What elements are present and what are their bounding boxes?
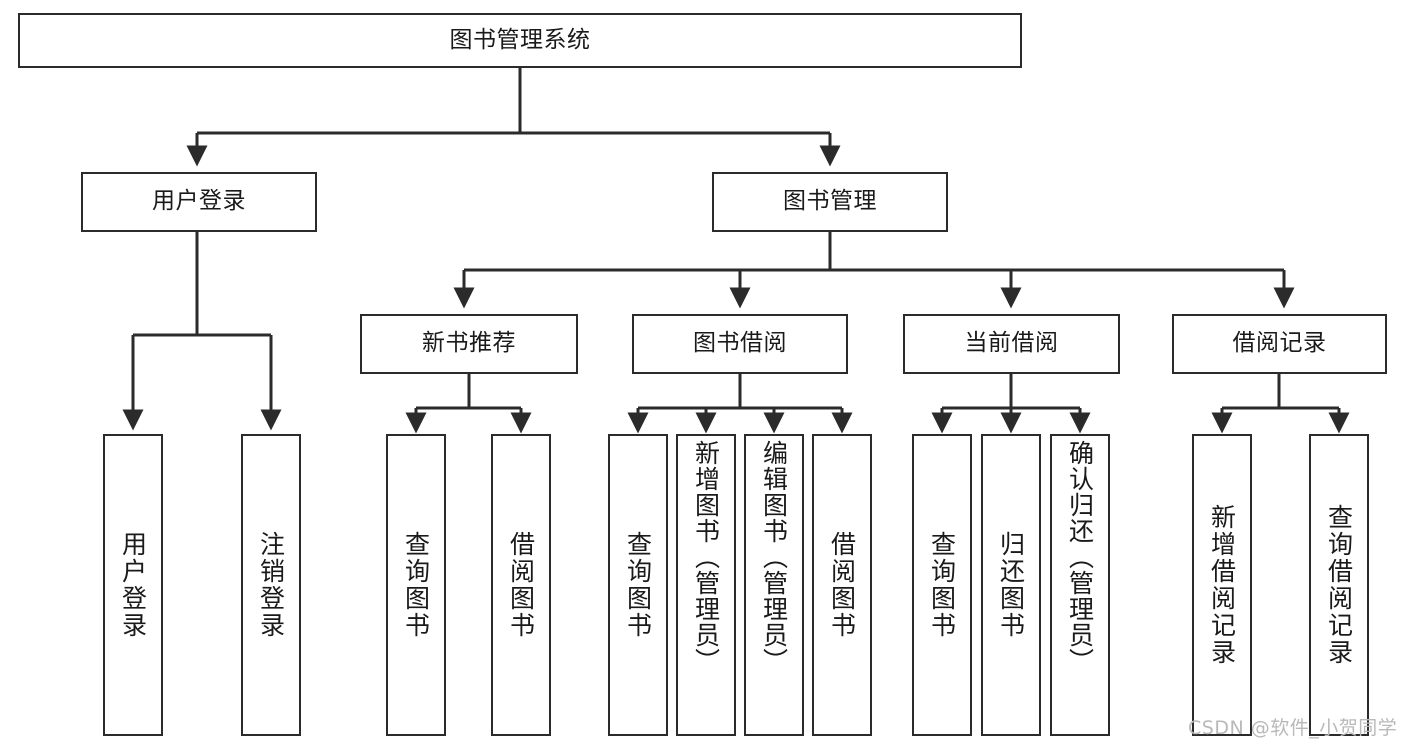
node-user-login-label: 用户登录 [152,188,246,215]
node-leaf-query-book-3[interactable]: 查询图书 [912,434,972,736]
node-leaf-confirm-return-label: 确认归还（管理员） [1065,440,1095,674]
watermark: CSDN @软件_小贺同学 [1188,717,1398,739]
node-leaf-query-book-1-label: 查询图书 [401,531,431,639]
node-leaf-borrow-book-2-label: 借阅图书 [827,531,857,639]
node-leaf-user-login-label: 用户登录 [118,531,148,639]
node-root-label: 图书管理系统 [449,26,591,53]
node-book-manage-label: 图书管理 [783,188,877,215]
node-leaf-query-record-label: 查询借阅记录 [1324,504,1354,666]
node-book-borrow[interactable]: 图书借阅 [632,314,848,374]
node-leaf-edit-book[interactable]: 编辑图书（管理员） [744,434,804,736]
node-leaf-borrow-book-1-label: 借阅图书 [506,531,536,639]
node-leaf-logout[interactable]: 注销登录 [241,434,301,736]
node-current-borrow[interactable]: 当前借阅 [903,314,1120,374]
node-leaf-return-book[interactable]: 归还图书 [981,434,1041,736]
node-user-login[interactable]: 用户登录 [81,172,317,232]
node-root[interactable]: 图书管理系统 [18,13,1022,68]
node-leaf-add-record-label: 新增借阅记录 [1207,504,1237,666]
node-leaf-query-book-3-label: 查询图书 [927,531,957,639]
node-leaf-confirm-return[interactable]: 确认归还（管理员） [1050,434,1110,736]
node-leaf-edit-book-label: 编辑图书（管理员） [759,440,789,674]
node-current-borrow-label: 当前借阅 [964,330,1059,357]
node-new-book-recommend[interactable]: 新书推荐 [360,314,578,374]
node-book-manage[interactable]: 图书管理 [712,172,948,232]
node-leaf-return-book-label: 归还图书 [996,531,1026,639]
node-borrow-record-label: 借阅记录 [1232,330,1327,357]
node-leaf-borrow-book-1[interactable]: 借阅图书 [491,434,551,736]
node-book-borrow-label: 图书借阅 [693,330,787,357]
node-leaf-query-record[interactable]: 查询借阅记录 [1309,434,1369,736]
node-new-book-recommend-label: 新书推荐 [422,330,516,357]
node-leaf-query-book-2-label: 查询图书 [623,531,653,639]
node-leaf-user-login[interactable]: 用户登录 [103,434,163,736]
node-borrow-record[interactable]: 借阅记录 [1172,314,1387,374]
node-leaf-query-book-1[interactable]: 查询图书 [386,434,446,736]
node-leaf-add-record[interactable]: 新增借阅记录 [1192,434,1252,736]
node-leaf-add-book-label: 新增图书（管理员） [691,440,721,674]
node-leaf-query-book-2[interactable]: 查询图书 [608,434,668,736]
node-leaf-logout-label: 注销登录 [256,531,286,639]
node-leaf-borrow-book-2[interactable]: 借阅图书 [812,434,872,736]
node-leaf-add-book[interactable]: 新增图书（管理员） [676,434,736,736]
